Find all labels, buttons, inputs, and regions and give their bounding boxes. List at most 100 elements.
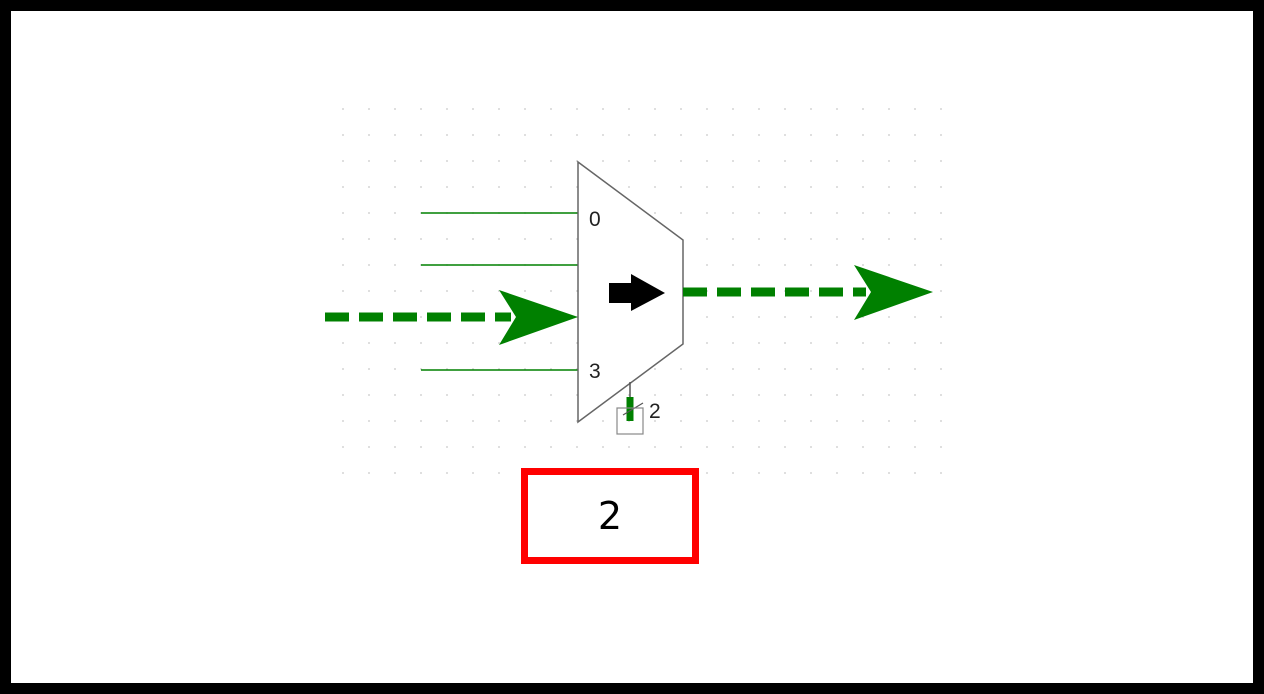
grid-dot [784, 368, 786, 370]
grid-dot [628, 186, 630, 188]
grid-dot [446, 342, 448, 344]
grid-dot [550, 134, 552, 136]
grid-dot [862, 446, 864, 448]
grid-dot [732, 134, 734, 136]
grid-dot [862, 472, 864, 474]
grid-dot [706, 316, 708, 318]
grid-dot [394, 108, 396, 110]
select-pin[interactable] [616, 407, 644, 435]
grid-dot [732, 342, 734, 344]
grid-dot [498, 472, 500, 474]
grid-dot [498, 108, 500, 110]
grid-dot [394, 368, 396, 370]
grid-dot [524, 420, 526, 422]
grid-dot [758, 446, 760, 448]
grid-dot [420, 290, 422, 292]
grid-dot [732, 212, 734, 214]
grid-dot [342, 290, 344, 292]
grid-dot [914, 212, 916, 214]
grid-dot [914, 264, 916, 266]
grid-dot [472, 290, 474, 292]
grid-dot [940, 160, 942, 162]
grid-dot [420, 160, 422, 162]
grid-dot [628, 446, 630, 448]
grid-dot [394, 446, 396, 448]
grid-dot [420, 316, 422, 318]
grid-dot [758, 472, 760, 474]
grid-dot [784, 238, 786, 240]
grid-dot [810, 212, 812, 214]
grid-dot [732, 446, 734, 448]
grid-dot [524, 238, 526, 240]
grid-dot [784, 160, 786, 162]
grid-dot [836, 342, 838, 344]
grid-dot [810, 420, 812, 422]
grid-dot [758, 316, 760, 318]
grid-dot [940, 472, 942, 474]
grid-dot [342, 342, 344, 344]
grid-dot [654, 420, 656, 422]
grid-dot [914, 108, 916, 110]
grid-dot [472, 342, 474, 344]
grid-dot [602, 134, 604, 136]
grid-dot [862, 108, 864, 110]
grid-dot [810, 316, 812, 318]
grid-dot [446, 446, 448, 448]
grid-dot [628, 134, 630, 136]
grid-dot [810, 472, 812, 474]
grid-dot [810, 290, 812, 292]
grid-dot [810, 108, 812, 110]
grid-dot [342, 212, 344, 214]
grid-dot [342, 264, 344, 266]
grid-dot [836, 394, 838, 396]
right-arrow-icon [609, 274, 665, 311]
grid-dot [628, 108, 630, 110]
grid-dot [368, 108, 370, 110]
grid-dot [940, 108, 942, 110]
grid-dot [472, 472, 474, 474]
grid-dot [602, 108, 604, 110]
grid-dot [680, 186, 682, 188]
grid-dot [862, 212, 864, 214]
select-width-label: 2 [649, 400, 661, 423]
grid-dot [446, 394, 448, 396]
grid-dot [784, 342, 786, 344]
grid-dot [394, 342, 396, 344]
grid-dot [394, 472, 396, 474]
grid-dot [550, 342, 552, 344]
grid-dot [420, 342, 422, 344]
grid-dot [810, 238, 812, 240]
grid-dot [524, 394, 526, 396]
grid-dot [446, 420, 448, 422]
grid-dot [654, 134, 656, 136]
grid-dot [914, 368, 916, 370]
grid-dot [550, 238, 552, 240]
grid-dot [472, 420, 474, 422]
grid-dot [420, 394, 422, 396]
grid-dot [472, 238, 474, 240]
grid-dot [758, 342, 760, 344]
grid-dot [368, 394, 370, 396]
grid-dot [940, 264, 942, 266]
grid-dot [654, 394, 656, 396]
grid-dot [940, 212, 942, 214]
grid-dot [784, 212, 786, 214]
probe-value-box[interactable]: 2 [521, 468, 699, 564]
grid-dot [732, 420, 734, 422]
grid-dot [862, 264, 864, 266]
grid-dot [732, 472, 734, 474]
grid-dot [342, 446, 344, 448]
grid-dot [420, 420, 422, 422]
grid-dot [550, 420, 552, 422]
grid-dot [368, 134, 370, 136]
grid-dot [524, 446, 526, 448]
grid-dot [602, 446, 604, 448]
grid-dot [524, 160, 526, 162]
grid-dot [446, 238, 448, 240]
grid-dot [758, 186, 760, 188]
grid-dot [368, 290, 370, 292]
grid-dot [940, 446, 942, 448]
grid-dot [498, 238, 500, 240]
grid-dot [420, 446, 422, 448]
grid-dot [836, 264, 838, 266]
